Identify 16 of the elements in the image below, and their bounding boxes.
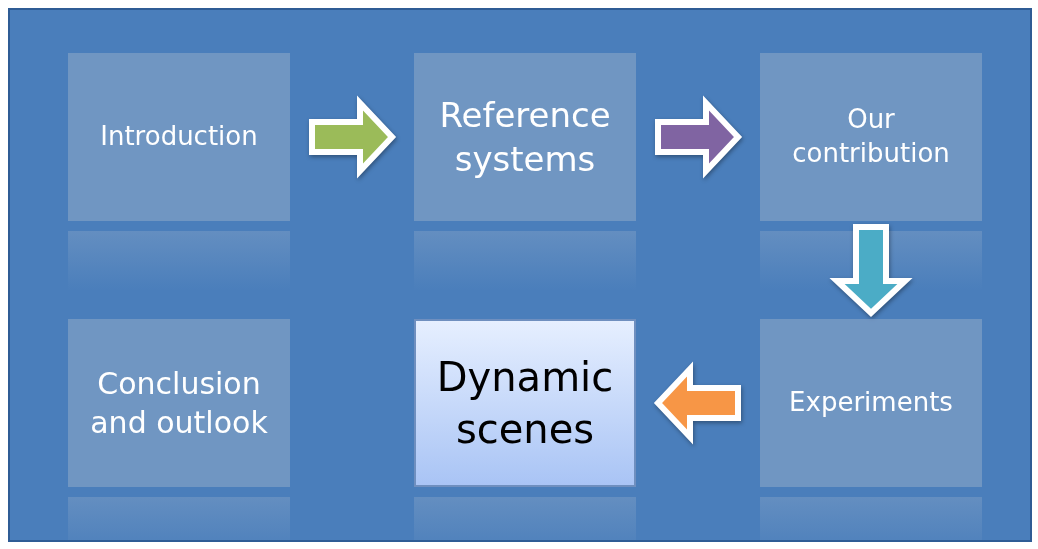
topic-label: Introduction [99, 120, 259, 154]
topic-label: Conclusion and outlook [89, 365, 269, 442]
topic-box [414, 53, 636, 221]
block-arrow [655, 95, 743, 179]
topic-box [760, 319, 982, 487]
topic-label: Our contribution [791, 103, 951, 170]
topic-box [414, 319, 636, 487]
topic-label: Reference systems [438, 93, 612, 181]
topic-box [68, 53, 290, 221]
topic-label: Experiments [788, 386, 954, 420]
block-arrow [653, 361, 741, 445]
topic-label: Dynamic scenes [435, 353, 615, 454]
block-arrow [309, 95, 397, 179]
topic-box [760, 53, 982, 221]
block-arrow [829, 224, 913, 318]
topic-box [68, 319, 290, 487]
